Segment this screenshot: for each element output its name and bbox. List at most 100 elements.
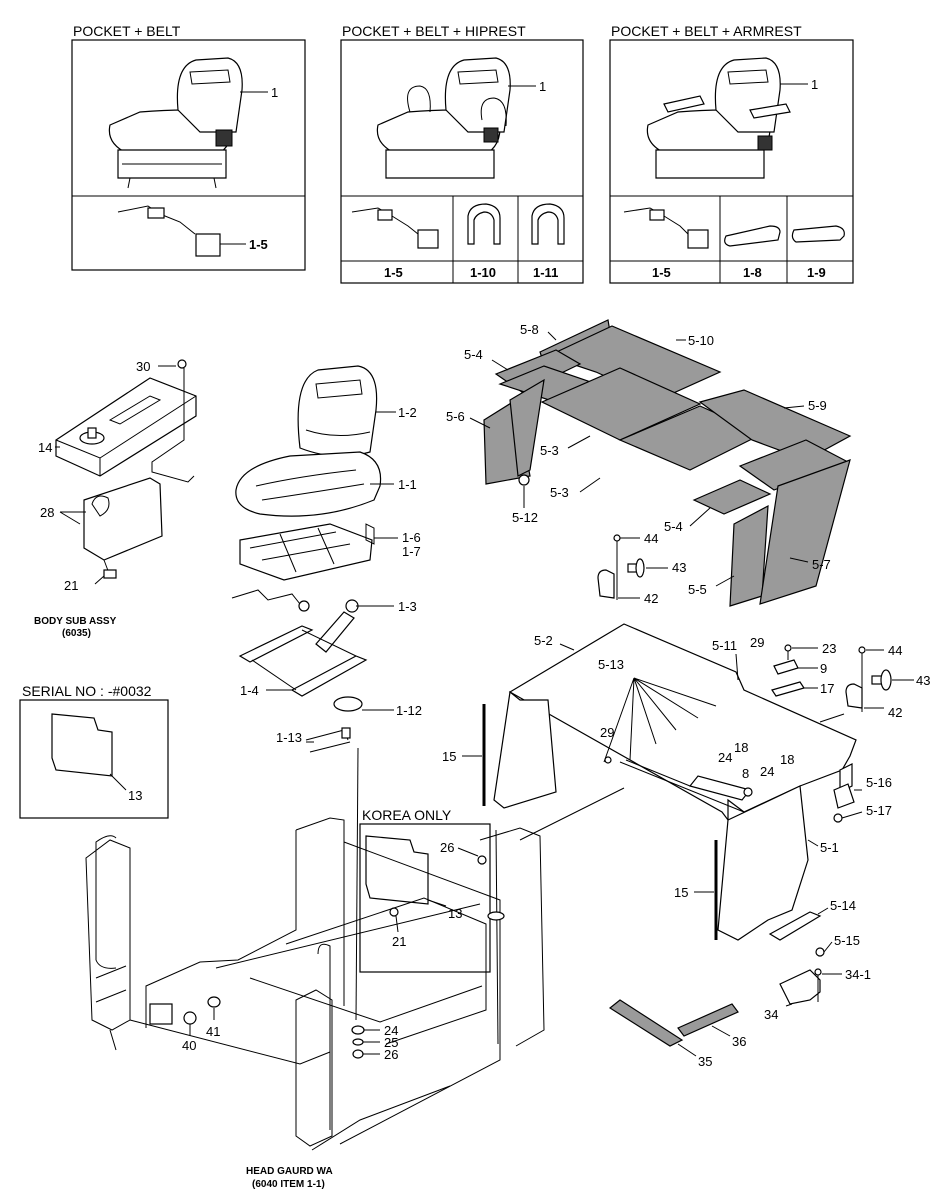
- seat-belt-illustration: [351, 207, 439, 249]
- callout-9: 9: [820, 661, 827, 676]
- callout-5-8: 5-8: [520, 322, 539, 337]
- callout-29: 29: [600, 725, 614, 740]
- seat-armrest-illustration: [646, 57, 791, 179]
- callout-23: 23: [822, 641, 836, 656]
- callout-5-12: 5-12: [512, 510, 538, 525]
- callout-1-2: 1-2: [398, 405, 417, 420]
- callout-25: 25: [384, 1035, 398, 1050]
- callout-5-5: 5-5: [688, 582, 707, 597]
- callout-5-10: 5-10: [688, 333, 714, 348]
- callout-44: 44: [888, 643, 902, 658]
- title-pocket-belt: POCKET + BELT: [73, 23, 181, 39]
- callout-1-9: 1-9: [807, 265, 826, 280]
- callout-1-5: 1-5: [384, 265, 403, 280]
- title-pocket-belt-armrest: POCKET + BELT + ARMREST: [611, 23, 802, 39]
- callout-5-9: 5-9: [808, 398, 827, 413]
- callout-5-4: 5-4: [464, 347, 483, 362]
- note-body-sub-assy-code: (6035): [62, 628, 91, 639]
- callout-21: 21: [64, 578, 78, 593]
- note-head-guard: HEAD GAURD WA: [246, 1166, 333, 1177]
- seat-hiprest-illustration: [376, 57, 511, 179]
- callout-30: 30: [136, 359, 150, 374]
- callout-5-2: 5-2: [534, 633, 553, 648]
- seat-exploded: [231, 365, 382, 1021]
- callout-29: 29: [750, 635, 764, 650]
- callout-1-3: 1-3: [398, 599, 417, 614]
- title-korea-only: KOREA ONLY: [362, 807, 452, 823]
- korea-only-box: KOREA ONLY: [359, 807, 491, 973]
- callout-1-7: 1-7: [402, 544, 421, 559]
- stopper-parts-right: [845, 646, 914, 712]
- callout-5-16: 5-16: [866, 775, 892, 790]
- callout-1-10: 1-10: [470, 265, 496, 280]
- box-pocket-belt: POCKET + BELT 1 1-5: [71, 23, 306, 271]
- box-pocket-belt-hiprest: POCKET + BELT + HIPREST 1 1-5 1-10 1-11: [340, 23, 584, 284]
- callout-42: 42: [888, 705, 902, 720]
- callout-1-12: 1-12: [396, 703, 422, 718]
- armrest-part-illustration: [724, 225, 845, 247]
- stopper-parts-left: [597, 534, 668, 600]
- callout-13: 13: [128, 788, 142, 803]
- callout-1: 1: [811, 77, 818, 92]
- note-body-sub-assy: BODY SUB ASSY: [34, 616, 117, 627]
- callout-1-1: 1-1: [398, 477, 417, 492]
- callout-5-3: 5-3: [550, 485, 569, 500]
- seat-belt-illustration: [623, 207, 709, 249]
- callout-5-7: 5-7: [812, 557, 831, 572]
- callout-1-13: 1-13: [276, 730, 302, 745]
- callout-21: 21: [392, 934, 406, 949]
- latch-parts: [771, 644, 818, 697]
- seat-belt-illustration: [117, 205, 221, 257]
- callout-5-13: 5-13: [598, 657, 624, 672]
- callout-34: 34: [764, 1007, 778, 1022]
- title-serial-no: SERIAL NO : -#0032: [22, 683, 152, 699]
- callout-24: 24: [718, 750, 732, 765]
- callout-15: 15: [442, 749, 456, 764]
- callout-1: 1: [539, 79, 546, 94]
- callout-34-1: 34-1: [845, 967, 871, 982]
- callout-18: 18: [780, 752, 794, 767]
- callout-26: 26: [440, 840, 454, 855]
- hiprest-bracket-illustration: [467, 203, 565, 245]
- floor-panel: [493, 623, 857, 941]
- seat-illustration: [108, 57, 243, 189]
- callout-24: 24: [384, 1023, 398, 1038]
- callout-24: 24: [760, 764, 774, 779]
- title-pocket-belt-hiprest: POCKET + BELT + HIPREST: [342, 23, 526, 39]
- callout-40: 40: [182, 1038, 196, 1053]
- callout-1: 1: [271, 85, 278, 100]
- callout-26: 26: [384, 1047, 398, 1062]
- callout-5-6: 5-6: [446, 409, 465, 424]
- serial-box: SERIAL NO : -#0032: [19, 683, 169, 819]
- box-pocket-belt-armrest: POCKET + BELT + ARMREST 1 1-5 1-8 1-9: [609, 23, 854, 284]
- callout-18: 18: [734, 740, 748, 755]
- callout-5-11: 5-11: [712, 638, 737, 653]
- callout-1-5: 1-5: [249, 237, 268, 252]
- callout-5-17: 5-17: [866, 803, 892, 818]
- callout-17: 17: [820, 681, 834, 696]
- callout-1-5: 1-5: [652, 265, 671, 280]
- callout-15: 15: [674, 885, 688, 900]
- callout-5-1: 5-1: [820, 840, 839, 855]
- callout-5-4: 5-4: [664, 519, 683, 534]
- callout-28: 28: [40, 505, 54, 520]
- callout-1-6: 1-6: [402, 530, 421, 545]
- callout-1-4: 1-4: [240, 683, 259, 698]
- callout-1-11: 1-11: [533, 265, 558, 280]
- note-head-guard-item: (6040 ITEM 1-1): [252, 1179, 325, 1190]
- callout-8: 8: [742, 766, 749, 781]
- callout-5-3: 5-3: [540, 443, 559, 458]
- floor-mat-group: [483, 319, 852, 607]
- callout-44: 44: [644, 531, 658, 546]
- callout-43: 43: [916, 673, 930, 688]
- callout-1-8: 1-8: [743, 265, 762, 280]
- callout-43: 43: [672, 560, 686, 575]
- callout-14: 14: [38, 440, 52, 455]
- callout-36: 36: [732, 1034, 746, 1049]
- callout-41: 41: [206, 1024, 220, 1039]
- head-guard-frame: [85, 817, 545, 1151]
- callout-5-15: 5-15: [834, 933, 860, 948]
- callout-5-14: 5-14: [830, 898, 856, 913]
- callout-35: 35: [698, 1054, 712, 1069]
